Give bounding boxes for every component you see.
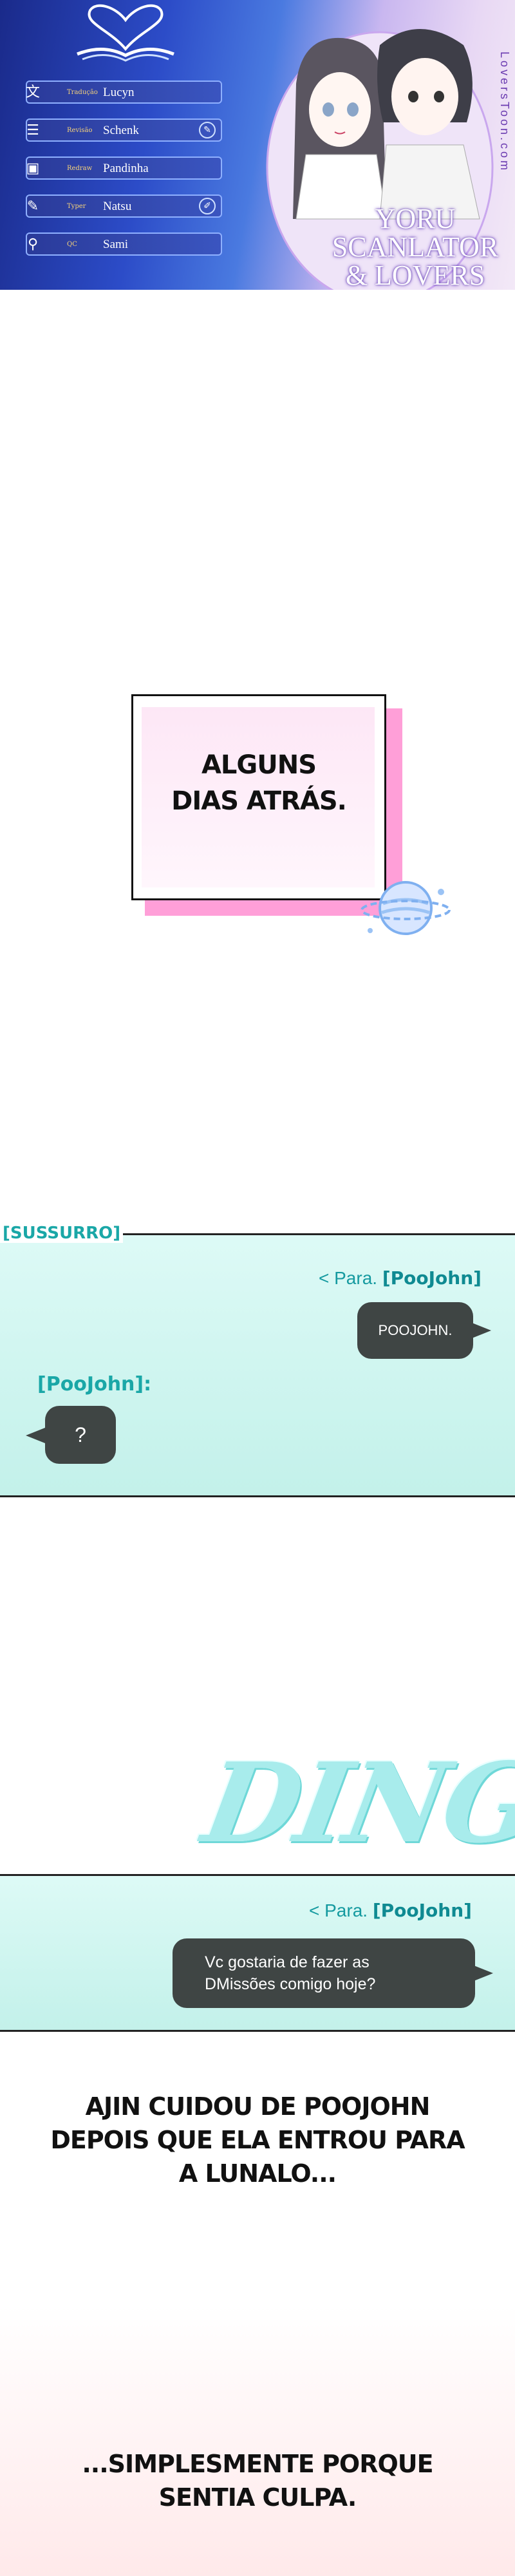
credit-name: Lucyn [103, 86, 135, 99]
narration-block: AJIN CUIDOU DE POOJOHN DEPOIS QUE ELA EN… [0, 2090, 515, 2190]
characters-illustration [266, 29, 494, 290]
narration-line: ...SIMPLESMENTE PORQUE [82, 2450, 433, 2478]
bubble-tail [474, 1965, 493, 1981]
outgoing-text: POOJOHN. [378, 1322, 453, 1338]
credit-role: Redraw [67, 165, 93, 172]
message-line: DMissões comigo hoje? [205, 1975, 376, 1993]
group-title: YORU SCANLATOR & LOVERS TOON [332, 203, 499, 290]
to-prefix: < Para. [309, 1900, 368, 1920]
credit-name: Natsu [103, 200, 132, 213]
recipient-name: [PooJohn] [382, 1267, 482, 1289]
credit-row-translation: 文 Tradução Lucyn [26, 80, 222, 104]
credit-row-review: ☰ Revisão Schenk ✎ [26, 118, 222, 142]
narration-block: ...SIMPLESMENTE PORQUE SENTIA CULPA. [0, 2447, 515, 2514]
message-line: Vc gostaria de fazer as [205, 1953, 370, 1971]
search-icon: ⚲ [27, 236, 39, 252]
whisper-label: [SUSSURRO] [3, 1224, 121, 1243]
caption-text: ALGUNS DIAS ATRÁS. [131, 747, 386, 819]
incoming-text: ? [75, 1423, 86, 1446]
caption-inner [142, 707, 375, 887]
pink-fade-background [0, 2306, 515, 2576]
narration-line: A LUNALO... [178, 2159, 337, 2188]
whisper-label-box: [SUSSURRO] [0, 1224, 124, 1243]
translate-icon: 文 [25, 84, 40, 100]
credit-row-typer: ✎ Typer Natsu ✐ [26, 194, 222, 218]
bubble-tail [26, 1428, 45, 1443]
credit-role: QC [67, 241, 77, 248]
credit-name: Sami [103, 238, 129, 251]
brush-icon: ✐ [199, 198, 216, 214]
caption-line: ALGUNS [201, 750, 317, 780]
to-prefix: < Para. [319, 1268, 378, 1288]
narration-line: DEPOIS QUE ELA ENTROU PARA [50, 2126, 465, 2154]
bubble-tail [472, 1323, 491, 1338]
outgoing-text: Vc gostaria de fazer as DMissões comigo … [173, 1938, 475, 1995]
recipient-line: < Para. [PooJohn] [309, 1900, 472, 1921]
credit-name: Pandinha [103, 162, 149, 175]
credit-role: Tradução [67, 89, 98, 96]
credit-row-redraw: ▣ Redraw Pandinha [26, 156, 222, 180]
credit-name: Schenk [103, 124, 139, 137]
planet-icon [360, 881, 451, 935]
sender-name: [PooJohn]: [37, 1373, 152, 1396]
pen-icon: ✎ [26, 198, 39, 214]
credit-role: Typer [67, 203, 86, 210]
recipient-line: < Para. [PooJohn] [319, 1267, 482, 1289]
credit-role: Revisão [67, 127, 93, 134]
site-url-vertical: LoversToon.com [498, 52, 511, 173]
redraw-icon: ▣ [26, 160, 40, 176]
incoming-bubble: ? [45, 1406, 116, 1464]
outgoing-bubble: Vc gostaria de fazer as DMissões comigo … [173, 1938, 475, 2008]
narration-line: AJIN CUIDOU DE POOJOHN [85, 2092, 431, 2121]
credit-row-qc: ⚲ QC Sami [26, 232, 222, 256]
review-icon: ☰ [26, 122, 39, 138]
recipient-name: [PooJohn] [372, 1900, 472, 1921]
credits-banner: 文 Tradução Lucyn ☰ Revisão Schenk ✎ ▣ Re… [0, 0, 515, 290]
sfx-ding: DING [194, 1739, 515, 1868]
caption-line: DIAS ATRÁS. [171, 786, 347, 816]
book-heart-logo [77, 4, 174, 62]
gear-icon: ✎ [199, 122, 216, 138]
outgoing-bubble: POOJOHN. [357, 1302, 473, 1359]
narration-line: SENTIA CULPA. [158, 2483, 357, 2512]
